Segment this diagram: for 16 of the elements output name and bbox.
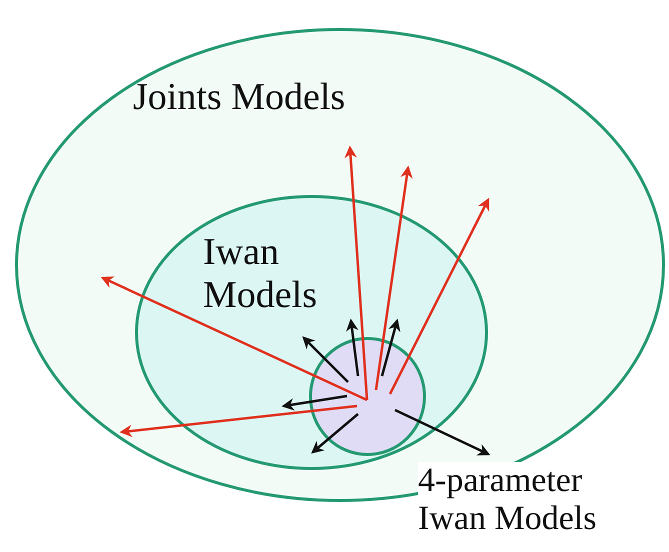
arrow bbox=[100, 276, 368, 402]
arrow bbox=[346, 318, 360, 376]
set-label: Joints Models bbox=[133, 76, 346, 119]
arrow bbox=[388, 198, 490, 395]
arrow bbox=[374, 166, 413, 390]
arrow bbox=[282, 394, 348, 411]
set-ellipse bbox=[135, 195, 488, 470]
arrow bbox=[302, 336, 349, 383]
arrow bbox=[120, 404, 358, 438]
arrow bbox=[394, 408, 490, 456]
set-ellipse bbox=[309, 337, 426, 456]
arrow bbox=[311, 413, 359, 454]
arrow bbox=[380, 318, 400, 376]
set-ellipse bbox=[15, 28, 665, 502]
set-label: Iwan Models bbox=[203, 231, 318, 316]
arrow bbox=[344, 146, 368, 400]
